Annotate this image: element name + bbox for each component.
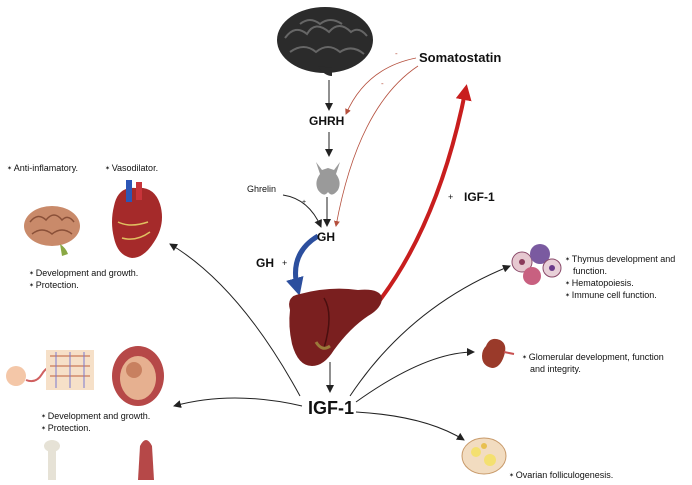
ghrelin-to-gh-arrow bbox=[282, 194, 322, 228]
effect-thymus-cont: function. bbox=[573, 266, 608, 276]
fetus-icon bbox=[112, 346, 164, 406]
gh-left-label: GH bbox=[256, 256, 274, 270]
effect-protection-heart: Protection. bbox=[29, 280, 79, 292]
gh-center-label: GH bbox=[317, 230, 335, 244]
effect-immune-cell: Immune cell function. bbox=[565, 290, 657, 302]
bone-icon bbox=[44, 440, 60, 480]
kidney-icon bbox=[482, 338, 515, 368]
gh-to-liver-arrow bbox=[286, 233, 320, 296]
brain-small-icon bbox=[24, 206, 80, 256]
ghrelin-stim-sign: + bbox=[302, 199, 307, 206]
igf1-to-kidney-arrow bbox=[355, 348, 475, 403]
somatostatin-label: Somatostatin bbox=[419, 50, 502, 65]
brain-icon bbox=[277, 7, 373, 76]
effect-hematopoiesis: Hematopoiesis. bbox=[565, 278, 634, 290]
gh-stim-sign: + bbox=[282, 258, 288, 268]
effect-anti-inflammatory: Anti-inflamatory. bbox=[7, 163, 78, 175]
somatostatin-to-ghrh-line bbox=[345, 57, 417, 115]
placenta-icon bbox=[6, 350, 94, 390]
effect-thymus: Thymus development and bbox=[565, 254, 676, 266]
effect-protection-placenta: Protection. bbox=[41, 423, 91, 435]
effect-glomerular-cont: and integrity. bbox=[530, 364, 581, 374]
heart-icon bbox=[112, 180, 162, 258]
effect-development-heart: Development and growth. bbox=[29, 268, 139, 280]
ghrelin-label: Ghrelin bbox=[247, 184, 277, 194]
somatostatin-to-gh-line bbox=[333, 65, 419, 227]
effect-glomerular: Glomerular development, function bbox=[522, 352, 664, 364]
igf1-feedback-label: IGF-1 bbox=[464, 190, 495, 204]
effect-ovarian: Ovarian folliculogenesis. bbox=[509, 470, 614, 482]
liver-icon bbox=[289, 288, 382, 366]
ghrh-label: GHRH bbox=[309, 114, 345, 128]
igf1-main-label: IGF-1 bbox=[308, 398, 355, 418]
ovary-icon bbox=[461, 437, 507, 475]
igf1-feedback-arrow bbox=[378, 84, 472, 302]
igf1-to-immune-arrow bbox=[349, 264, 511, 397]
muscle-icon bbox=[138, 440, 154, 480]
effect-vasodilator: Vasodilator. bbox=[105, 163, 158, 175]
igf1-stim-sign: + bbox=[448, 192, 454, 202]
igf1-to-heart-brain-arrow bbox=[169, 243, 301, 397]
pituitary-icon bbox=[316, 162, 340, 195]
somatostatin-inhibit-sign-1: - bbox=[395, 49, 398, 58]
effect-development-placenta: Development and growth. bbox=[41, 411, 151, 423]
immune-cells-icon bbox=[511, 244, 562, 285]
igf1-to-ovary-arrow bbox=[355, 411, 465, 441]
somatostatin-inhibit-sign-2: - bbox=[381, 79, 384, 88]
igf1-to-placenta-arrow bbox=[173, 397, 303, 408]
